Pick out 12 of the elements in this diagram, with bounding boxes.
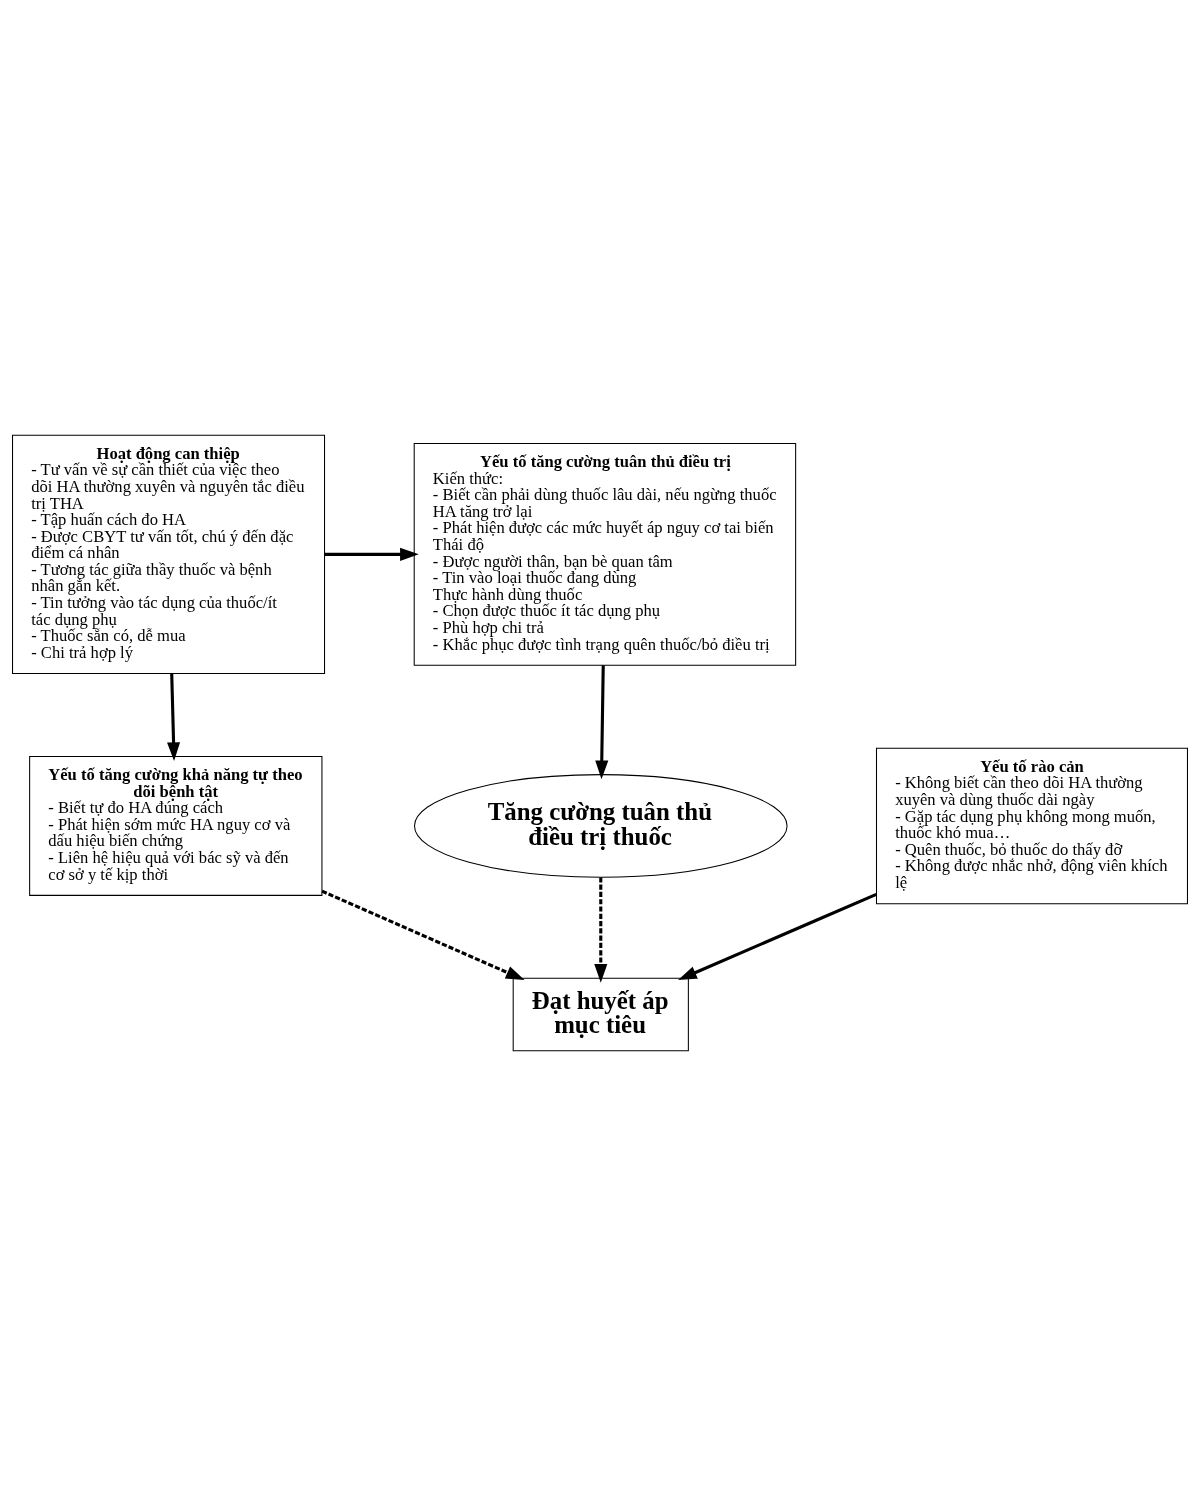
arrow [595, 665, 609, 780]
node-box: Hoạt động can thiệp - Tư vấn về sự cần thiết của việc theo dõi HA thường xuyên và nguyên tắc điều trị THA - Tập huấn cách đo HA - Được CBYT tư vấn tốt, chú ý đến đặc điểm cá nhân - Tương tác giữa thầy thuốc và bệnh nhân gắn kết. - Tin tưởng vào tác dụng của thuốc/ít tác dụng phụ - Thuốc sẵn có, dễ mua - Chi trả hợp lý [12, 434, 326, 675]
node-box: Yếu tố tăng cường tuân thủ điều trị Kiến thức: - Biết cần phải dùng thuốc lâu dài, nếu ngừng thuốc HA tăng trở lại - Phát hiện được các mức huyết áp nguy cơ tai biến Thái độ - Được người thân, bạn bè quan tâm - Tin vào loại thuốc đang dùng Thực hành dùng thuốc - Chọn được thuốc ít tác dụng phụ - Phù hợp chi trả - Khắc phục được tình trạng quên thuốc/bỏ điều trị [413, 442, 797, 666]
node-box: Đạt huyết áp mục tiêu [512, 977, 689, 1052]
arrow [324, 547, 419, 561]
node-ellipse: Tăng cường tuân thủ điều trị thuốc [414, 774, 788, 878]
node-box: Yếu tố tăng cường khả năng tự theo dõi bệnh tật - Biết tự đo HA đúng cách - Phát hiện sớm mức HA nguy cơ và dấu hiệu biến chứng - Liên hệ hiệu quả với bác sỹ và đến cơ sở y tế kịp thời [29, 755, 323, 896]
arrow [321, 889, 525, 981]
node-box: Yếu tố rào cản - Không biết cần theo dõi HA thường xuyên và dùng thuốc dài ngày - Gặp tác dụng phụ không mong muốn, thuốc khó mua… - Quên thuốc, bỏ thuốc do thấy đỡ - Không được nhắc nhở, động viên khích lệ [876, 747, 1188, 905]
arrow [678, 892, 877, 981]
arrow [594, 877, 608, 983]
arrow [167, 673, 181, 762]
